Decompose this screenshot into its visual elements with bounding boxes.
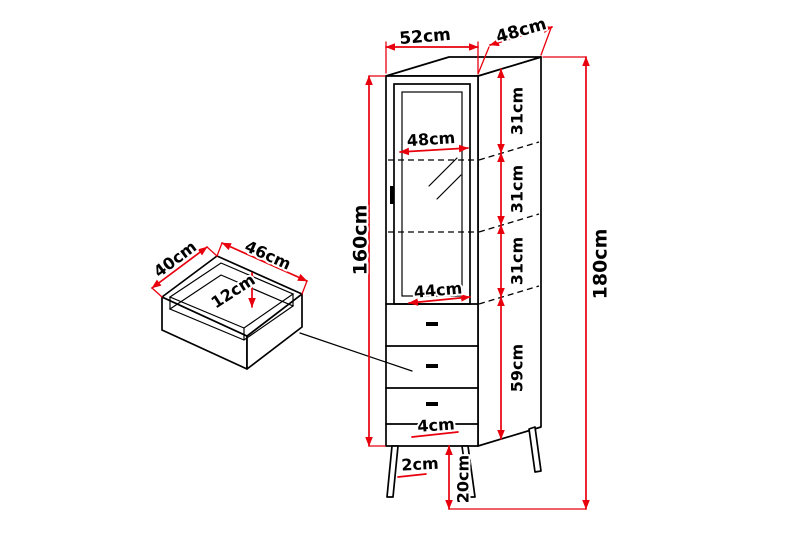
total-height-label: 180cm [590, 229, 612, 300]
top-width-label: 52cm [399, 25, 452, 49]
compartment-3-label: 31cm [508, 237, 527, 285]
compartment-2-label: 31cm [508, 165, 527, 213]
door-handle [390, 186, 394, 204]
extension-line [151, 287, 163, 298]
glass-reflection-line [436, 174, 462, 200]
cabinet-sketch [385, 56, 542, 498]
front-left-leg [386, 445, 399, 498]
dim-drawer-width-line [408, 294, 471, 306]
extension-line [301, 280, 308, 295]
drawer-handle-3 [426, 402, 438, 406]
drawer-sketch [161, 255, 413, 372]
drawer-handle-1 [426, 322, 438, 326]
glass-reflection-line [428, 157, 458, 187]
back-right-leg [528, 426, 542, 473]
dim-leg-thickness-line [397, 473, 427, 478]
front-right-leg [461, 445, 476, 498]
compartment-1-label: 31cm [508, 87, 527, 135]
drawer-section-label: 59cm [508, 344, 527, 392]
drawer-handle-2 [426, 364, 438, 368]
shelf-side-dashed-line-3 [478, 285, 540, 305]
drawer-callout-line [299, 332, 413, 372]
dim-interior-width-line [399, 144, 469, 156]
dim-top-depth-line [489, 25, 553, 47]
shelf-side-dashed-line-2 [478, 213, 540, 233]
dimension-lines [151, 25, 590, 510]
dim-base-rail-line [411, 431, 459, 438]
shelf-side-dashed-line-1 [478, 141, 540, 161]
dim-drawer-depth-line [151, 246, 208, 289]
base-rail-label: 4cm [417, 414, 456, 436]
leg-thickness-label: 2cm [401, 454, 439, 475]
interior-width-label: 48cm [406, 128, 456, 150]
extension-line [206, 246, 218, 257]
dim-drawer-top-width-line [221, 242, 308, 282]
top-depth-label: 48cm [494, 14, 549, 47]
extension-line [477, 46, 490, 75]
body-height-label: 160cm [350, 205, 372, 276]
leg-height-label: 20cm [454, 455, 473, 503]
extension-line [216, 242, 223, 257]
drawer-top-width-label: 46cm [242, 237, 294, 274]
cabinet-front-face [385, 75, 479, 447]
